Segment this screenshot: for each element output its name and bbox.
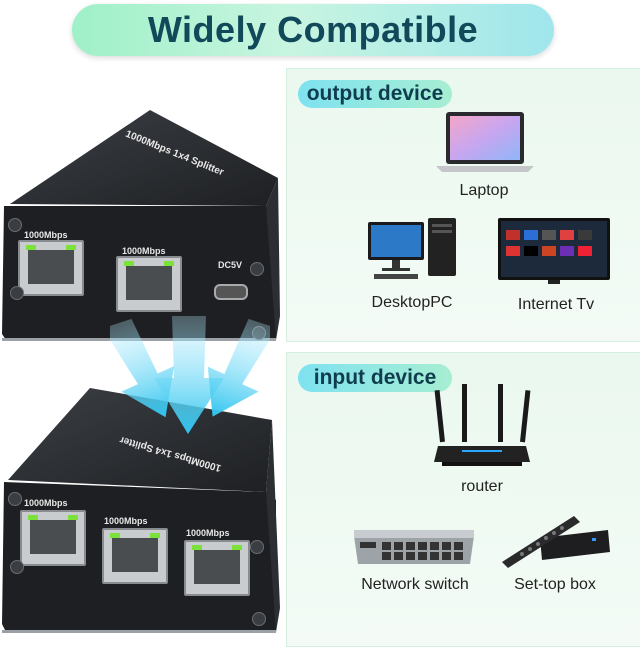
screw xyxy=(8,218,22,232)
splitter-bottom-ethernet-port-3[interactable] xyxy=(184,540,250,596)
desktop-pc-icon xyxy=(368,218,456,279)
screw xyxy=(8,492,22,506)
input-device-pill: input device xyxy=(298,364,452,392)
down-arrows-icon xyxy=(110,316,270,434)
splitter-bottom-ethernet-port-1[interactable] xyxy=(20,510,86,566)
screw xyxy=(250,540,264,554)
splitter-bottom-ethernet-port-2[interactable] xyxy=(102,528,168,584)
set-top-box-label: Set-top box xyxy=(514,576,596,593)
network-switch-icon xyxy=(354,530,474,564)
desktop-pc-label: DesktopPC xyxy=(371,294,453,311)
page-title: Widely Compatible xyxy=(147,9,479,50)
title-banner: Widely Compatible xyxy=(72,4,554,56)
splitter-top-port-label-1: 1000Mbps xyxy=(24,230,68,240)
internet-tv-icon xyxy=(498,218,610,284)
splitter-top-ethernet-port-2[interactable] xyxy=(116,256,182,312)
splitter-bottom-port-label-1: 1000Mbps xyxy=(24,498,68,508)
splitter-top-port-label-2: 1000Mbps xyxy=(122,246,166,256)
splitter-top-power-label: DC5V xyxy=(218,260,243,270)
laptop-icon xyxy=(436,112,534,172)
splitter-bottom-port-label-3: 1000Mbps xyxy=(186,528,230,538)
router-label: router xyxy=(461,478,503,495)
splitter-bottom-port-label-2: 1000Mbps xyxy=(104,516,148,526)
output-device-pill: output device xyxy=(298,80,452,108)
screw xyxy=(252,612,266,626)
network-switch-label: Network switch xyxy=(361,576,469,593)
screw xyxy=(10,560,24,574)
usb-c-power-port[interactable] xyxy=(214,284,248,300)
internet-tv-label: Internet Tv xyxy=(517,296,595,313)
set-top-box-icon xyxy=(502,516,610,568)
screw xyxy=(250,262,264,276)
splitter-top-ethernet-port-1[interactable] xyxy=(18,240,84,296)
router-icon xyxy=(434,384,531,466)
screw xyxy=(10,286,24,300)
laptop-label: Laptop xyxy=(459,182,509,199)
